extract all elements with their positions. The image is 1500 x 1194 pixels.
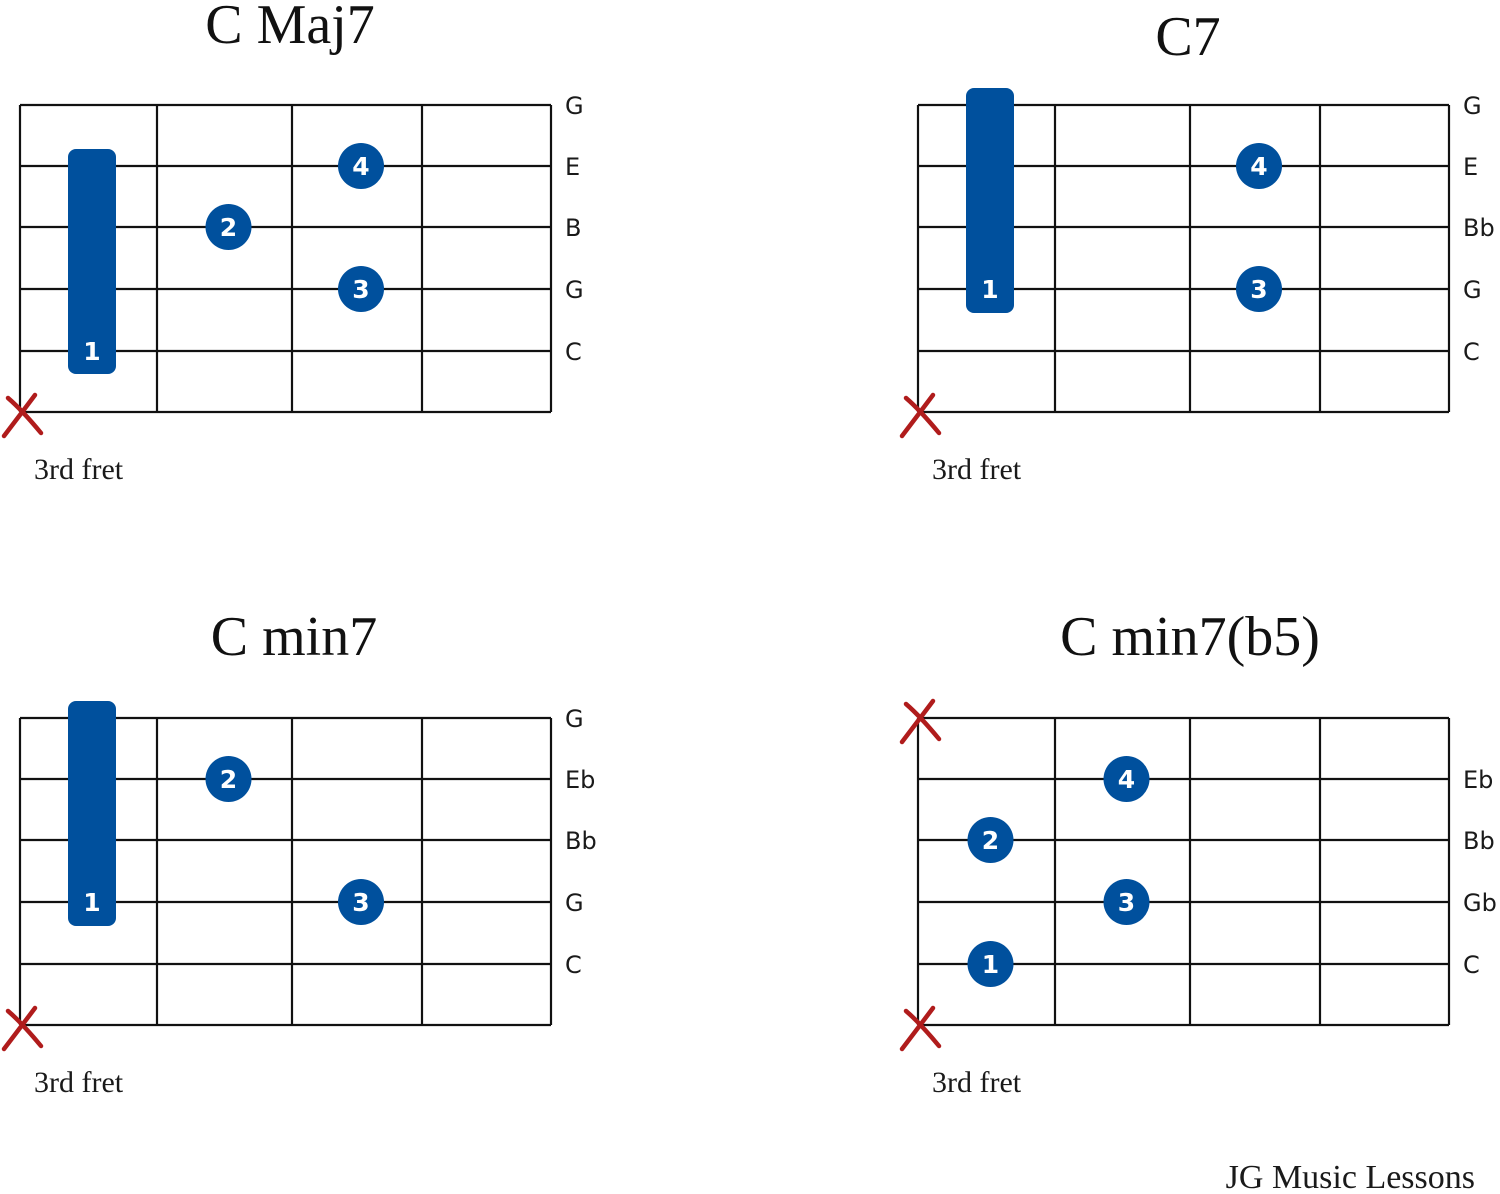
string-name-label: C <box>565 338 582 366</box>
muted-string-x-icon <box>899 1005 942 1052</box>
barre-finger-number: 1 <box>83 337 100 366</box>
fret-position-label: 3rd fret <box>34 1066 124 1099</box>
finger-dot <box>338 266 384 312</box>
string-name-label: G <box>565 889 584 917</box>
finger-number: 4 <box>1118 765 1135 794</box>
barre-bar <box>68 149 116 374</box>
fret-position-label: 3rd fret <box>34 453 124 486</box>
finger-number: 3 <box>352 888 369 917</box>
fret-position-label: 3rd fret <box>932 1066 1022 1099</box>
chord-title: C min7(b5) <box>1060 606 1320 668</box>
chord-title: C7 <box>1155 6 1220 68</box>
fret-position-label: 3rd fret <box>932 453 1022 486</box>
string-name-label: G <box>565 705 584 733</box>
string-name-label: G <box>565 92 584 120</box>
string-name-label: Eb <box>565 766 595 794</box>
chord-title: C Maj7 <box>205 0 375 56</box>
string-name-label: E <box>1463 153 1478 181</box>
finger-number: 3 <box>1250 275 1267 304</box>
finger-dot <box>205 204 252 250</box>
finger-number: 2 <box>220 765 237 794</box>
finger-number: 3 <box>1118 888 1135 917</box>
string-name-label: Bb <box>1463 827 1495 855</box>
muted-string-x-icon <box>1 1005 44 1052</box>
string-name-label: G <box>1463 92 1482 120</box>
muted-string-x-icon <box>1 392 44 439</box>
barre-finger-number: 1 <box>981 275 998 304</box>
finger-number: 2 <box>982 826 999 855</box>
finger-number: 4 <box>352 152 369 181</box>
muted-string-x-icon <box>899 392 942 439</box>
string-name-label: Gb <box>1463 889 1497 917</box>
string-name-label: B <box>565 214 581 242</box>
finger-number: 2 <box>220 213 237 242</box>
string-name-label: C <box>565 951 582 979</box>
finger-dot <box>1103 756 1150 802</box>
finger-dot <box>205 756 252 802</box>
finger-dot <box>1103 879 1150 925</box>
finger-dot <box>338 879 384 925</box>
finger-dot <box>1236 143 1282 189</box>
finger-dot <box>967 817 1014 863</box>
barre-bar <box>966 88 1014 313</box>
finger-number: 3 <box>352 275 369 304</box>
string-name-label: G <box>565 276 584 304</box>
finger-dot <box>1236 266 1282 312</box>
string-name-label: E <box>565 153 580 181</box>
barre-finger-number: 1 <box>83 888 100 917</box>
string-name-label: Eb <box>1463 766 1493 794</box>
string-name-label: C <box>1463 951 1480 979</box>
string-name-label: Bb <box>1463 214 1495 242</box>
string-name-label: C <box>1463 338 1480 366</box>
muted-string-x-icon <box>899 698 942 745</box>
finger-number: 1 <box>982 950 999 979</box>
finger-dot <box>967 941 1014 987</box>
barre-bar <box>68 701 116 926</box>
finger-number: 4 <box>1250 152 1267 181</box>
string-name-label: G <box>1463 276 1482 304</box>
chord-title: C min7 <box>211 606 377 668</box>
string-name-label: Bb <box>565 827 597 855</box>
finger-dot <box>338 143 384 189</box>
brand-label: JG Music Lessons <box>1226 1159 1475 1194</box>
